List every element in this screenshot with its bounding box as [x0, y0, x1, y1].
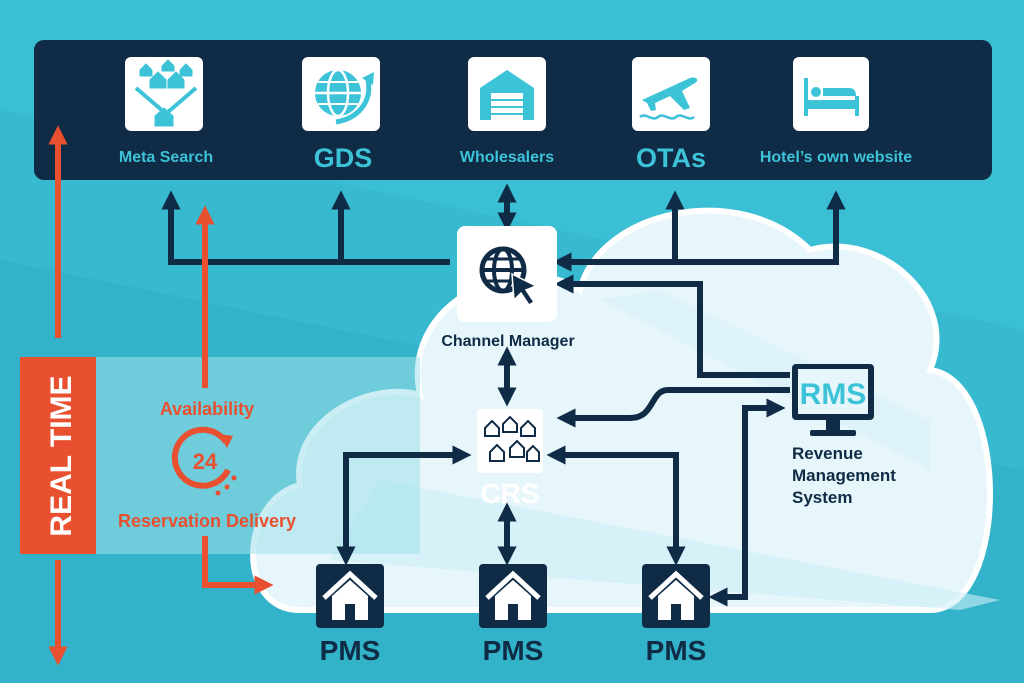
channel-label: Wholesalers — [460, 149, 554, 166]
channel-manager-label: Channel Manager — [441, 333, 574, 350]
clock-text: 24 — [193, 449, 218, 474]
pms-node: PMS — [479, 564, 547, 666]
channel-gds: GDS — [302, 57, 380, 173]
meta-search-icon — [134, 59, 198, 127]
house-icon — [322, 570, 378, 620]
globe-icon — [315, 68, 374, 125]
globe-cursor-icon — [479, 246, 538, 307]
bed-icon — [804, 78, 859, 116]
pms-node: PMS — [316, 564, 384, 666]
rms-caption-line: System — [792, 488, 852, 507]
channel-otas: OTAs — [632, 57, 710, 173]
channel-wholesalers: Wholesalers — [460, 57, 554, 166]
house-icon — [485, 570, 541, 620]
rms-caption-line: Revenue — [792, 444, 863, 463]
channel-label: Hotel’s own website — [760, 149, 912, 166]
pms-label: PMS — [483, 635, 544, 666]
pms-node: PMS — [642, 564, 710, 666]
house-icon — [648, 570, 704, 620]
reservation-delivery-label: Reservation Delivery — [118, 511, 296, 531]
availability-label: Availability — [160, 399, 254, 419]
rms-screen-label: RMS — [800, 378, 867, 411]
houses-icon — [484, 415, 540, 462]
rms-caption-line: Management — [792, 466, 896, 485]
pms-label: PMS — [320, 635, 381, 666]
channel-manager: Channel Manager — [441, 226, 575, 350]
channel-label: OTAs — [636, 143, 706, 173]
channel-hotel-website: Hotel’s own website — [760, 57, 912, 166]
real-time-label: REAL TIME — [45, 375, 78, 536]
crs-label: CRS — [480, 478, 539, 509]
rms-node: RMS Revenue Management System — [792, 364, 896, 507]
channel-label: GDS — [314, 143, 373, 173]
connectors — [161, 183, 846, 607]
availability-flow — [195, 205, 274, 595]
24-hour-icon: 24 — [171, 426, 237, 496]
channel-meta-search: Meta Search — [119, 57, 213, 166]
channel-label: Meta Search — [119, 149, 213, 166]
warehouse-icon — [480, 70, 534, 120]
airplane-icon — [639, 77, 698, 120]
crs-node: CRS — [477, 409, 543, 509]
real-time-label-box: REAL TIME — [20, 357, 96, 554]
pms-label: PMS — [646, 635, 707, 666]
monitor-icon — [792, 364, 874, 436]
